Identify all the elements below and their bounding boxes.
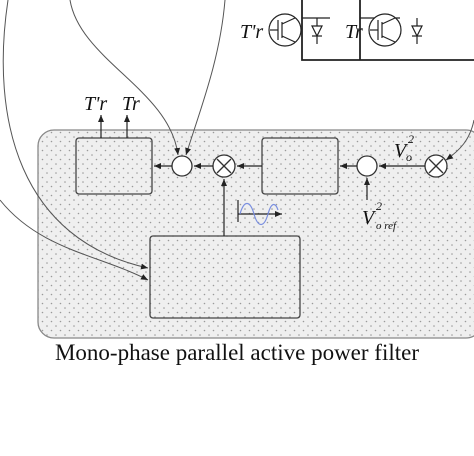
multiplier-2 xyxy=(424,154,448,178)
signal-lines xyxy=(98,115,425,236)
summing-junction-2 xyxy=(356,155,378,177)
pi-controller-block xyxy=(261,137,339,195)
summing-junction-1 xyxy=(171,155,193,177)
t-prime-out-label: T'r xyxy=(84,93,107,115)
multiplier-1 xyxy=(212,154,236,178)
sine-reference-icon xyxy=(237,200,282,226)
feedback-wires xyxy=(0,0,474,281)
t-prime-top-label: T'r xyxy=(240,21,263,43)
t-r-top-label: Tr xyxy=(345,21,363,43)
t-r-out-label: Tr xyxy=(122,93,140,115)
switch-t-r xyxy=(368,13,423,47)
reference-extraction-block xyxy=(149,235,301,319)
switch-t-prime xyxy=(268,13,323,47)
pwm-block xyxy=(75,137,153,195)
vo2-label: V 2 o xyxy=(394,132,414,164)
svg-text:2: 2 xyxy=(376,199,382,213)
svg-text:V: V xyxy=(394,140,409,162)
svg-text:2: 2 xyxy=(408,132,414,146)
vo-ref-label: V 2 o ref xyxy=(362,199,398,232)
svg-text:o: o xyxy=(406,150,412,164)
svg-text:o ref: o ref xyxy=(376,220,398,232)
figure-caption: Mono-phase parallel active power filter xyxy=(54,340,419,365)
svg-text:V: V xyxy=(362,207,377,229)
